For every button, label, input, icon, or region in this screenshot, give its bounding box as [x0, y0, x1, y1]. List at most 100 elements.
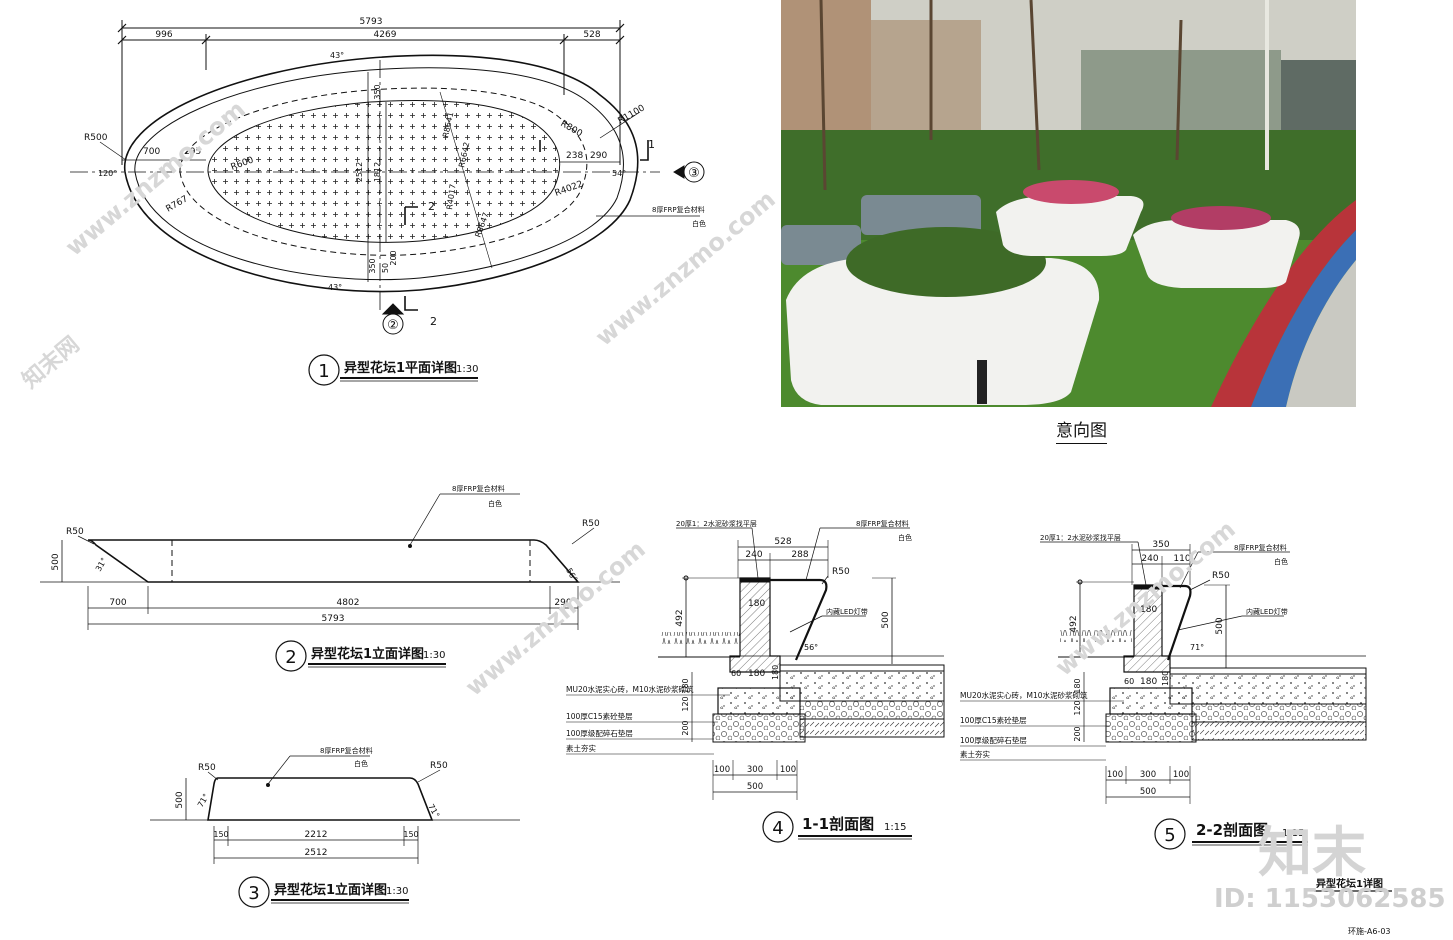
reference-photo [781, 0, 1356, 407]
elev3-material: 8厚FRP复合材料 [320, 746, 373, 755]
sec5-b300: 300 [1140, 770, 1156, 780]
sec5-height-492: 492 [1069, 615, 1079, 632]
sec5-layer-1: MU20水泥实心砖，M10水泥砂浆砌筑 [960, 690, 1088, 700]
sec4-layer-1: MU20水泥实心砖，M10水泥砂浆砌筑 [566, 684, 694, 694]
elev2-r50-right: R50 [582, 519, 600, 529]
elev3-r50-left: R50 [198, 763, 216, 773]
elev3-title-block: 3 异型花坛1立面详图 1:30 [238, 876, 409, 908]
sec4-b500: 500 [747, 782, 763, 792]
elev3-scale: 1:30 [386, 886, 408, 897]
plan-section-mark-2: 2 [428, 200, 435, 213]
sec4-dim-180a: 180 [748, 599, 765, 609]
sec5-height-500: 500 [1215, 617, 1225, 634]
sec4-b100b: 100 [780, 765, 796, 775]
plan-r800: R800 [559, 119, 585, 140]
sec5-frp-shell [1162, 584, 1192, 661]
sec5-layer-3: 100厚级配碎石垫层 [960, 735, 1027, 745]
plan-dim-200: 200 [389, 250, 398, 265]
sec5-led-note: 内藏LED灯带 [1246, 607, 1288, 616]
elev2-color: 白色 [488, 499, 502, 508]
sec5-h180: 180 [1073, 678, 1082, 693]
sec5-dim-60: 60 [1124, 677, 1134, 686]
plan-r4017: R4017 [445, 183, 458, 210]
plan-r500: R500 [84, 133, 108, 143]
sec4-dim-180c: 180 [771, 665, 780, 680]
plan-d700: 700 [143, 147, 160, 157]
sec4-scale: 1:15 [884, 822, 906, 833]
plan-d290: 290 [590, 151, 607, 161]
sec5-dim-180b: 180 [1140, 677, 1157, 687]
sec4-height-492: 492 [675, 609, 685, 626]
elev3-dim-2512: 2512 [305, 848, 328, 858]
elev2-title-block: 2 异型花坛1立面详图 1:30 [275, 640, 446, 672]
elev2-title: 异型花坛1立面详图 [311, 646, 424, 662]
elevation-3-view: R50 R50 500 71° 71° 8厚FRP复合材料 白色 150 221… [150, 746, 520, 908]
plan-wall-dashed [179, 87, 588, 256]
elev2-material: 8厚FRP复合材料 [452, 484, 505, 493]
sheet-title: 异型花坛1详图 [1316, 877, 1383, 890]
svg-text:5: 5 [1164, 825, 1175, 846]
sec4-title: 1-1剖面图 [802, 815, 874, 833]
elev2-dim-4802: 4802 [337, 598, 360, 608]
plan-d238: 238 [566, 151, 583, 161]
plan-section-mark-2-bottom: 2 [430, 315, 437, 328]
svg-text:②: ② [387, 318, 399, 333]
elevation-marker-3: ③ [673, 161, 705, 183]
sec4-led-note: 内藏LED灯带 [826, 607, 868, 616]
plan-angle-left: 120° [98, 169, 117, 178]
elev2-scale: 1:30 [423, 650, 445, 661]
svg-text:③: ③ [688, 166, 700, 181]
sec4-title-block: 4 1-1剖面图 1:15 [762, 811, 912, 843]
sec5-h120: 120 [1073, 700, 1082, 715]
sec4-height-500: 500 [881, 611, 891, 628]
plan-dim-left: 996 [155, 30, 172, 40]
photo-planter-mid [996, 196, 1144, 256]
elev3-color: 白色 [354, 759, 368, 768]
sec5-title: 2-2剖面图 [1196, 821, 1268, 839]
section-4-view: 528 240 288 20厚1：2水泥砂浆找平层 8厚FRP复合材料 白色 R… [566, 519, 945, 843]
sec5-r50: R50 [1212, 571, 1230, 581]
elev3-dim-150b: 150 [403, 830, 418, 839]
plan-dim-350a: 350 [373, 84, 382, 99]
elev3-outline [207, 777, 434, 821]
elev3-title: 异型花坛1立面详图 [274, 882, 387, 898]
sec5-color: 白色 [1274, 557, 1288, 566]
elevation-marker-2: ② [381, 303, 405, 335]
elev3-height-500: 500 [175, 791, 185, 808]
sec5-b100a: 100 [1107, 770, 1123, 780]
sec4-h180: 180 [681, 678, 690, 693]
sec5-dim-180a: 180 [1140, 605, 1157, 615]
plan-dim-2512: 2512 [355, 162, 364, 182]
elev2-dim-5793: 5793 [322, 614, 345, 624]
elev2-height-500: 500 [51, 553, 61, 570]
plan-angle-bottom: 43° [328, 283, 342, 292]
plan-planting-bed [207, 99, 561, 243]
sec5-layer-4: 素土夯实 [960, 749, 990, 759]
sec4-layer-2: 100厚C15素砼垫层 [566, 711, 633, 721]
sec5-scale: 1:15 [1282, 828, 1304, 839]
sec4-dim-180b: 180 [748, 669, 765, 679]
elev2-outline [87, 539, 580, 583]
sec5-h200: 200 [1073, 726, 1082, 741]
sec5-layer-2: 100厚C15素砼垫层 [960, 715, 1027, 725]
watermark-id: ID: 1153062585 [1214, 884, 1446, 914]
sec4-b300: 300 [747, 765, 763, 775]
plan-angle-top: 43° [330, 51, 344, 60]
elev2-angle-left: 31° [94, 556, 109, 573]
plan-inner-outline [134, 67, 624, 281]
elev3-dim-2212: 2212 [305, 830, 328, 840]
plan-r1100: R1100 [617, 103, 647, 126]
sec5-dim-350: 350 [1152, 540, 1169, 550]
photo-planter-right [1133, 220, 1300, 288]
sec4-dim-60: 60 [731, 669, 741, 678]
plan-outer-outline [124, 54, 639, 293]
plan-r767: R767 [165, 194, 190, 214]
elev2-dim-290: 290 [554, 598, 571, 608]
plan-r4022: R4022 [554, 179, 585, 198]
svg-text:2: 2 [285, 647, 296, 668]
sec4-brick-wall [729, 577, 781, 673]
sec5-dim-240: 240 [1141, 554, 1158, 564]
plan-dim-50: 50 [381, 263, 390, 273]
elev3-r50-right: R50 [430, 761, 448, 771]
